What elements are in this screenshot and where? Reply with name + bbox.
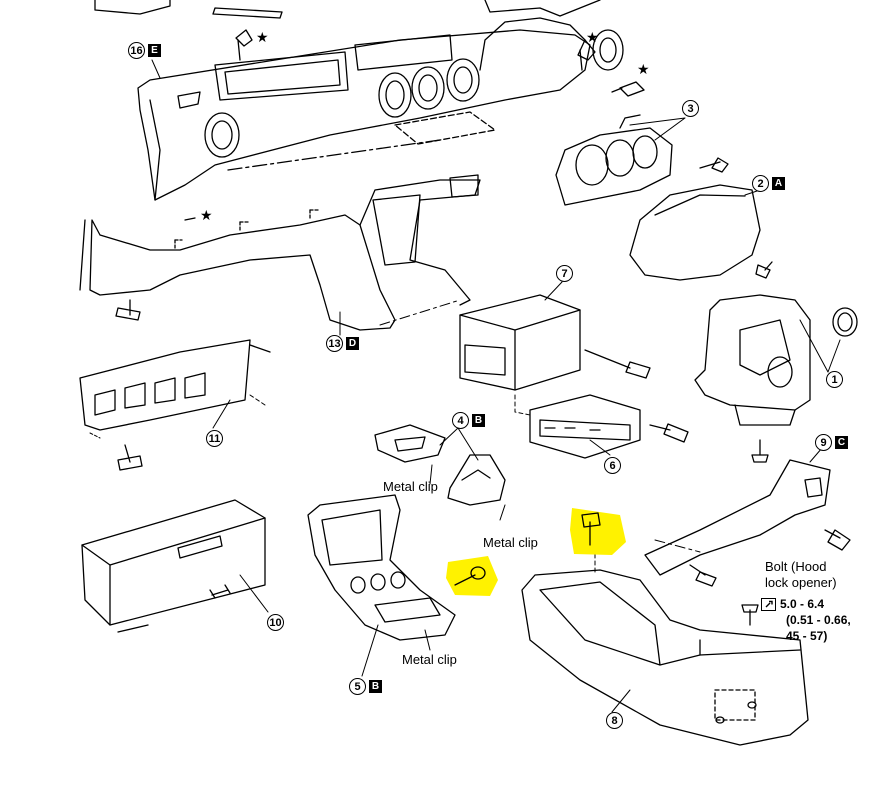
ac-control-6	[529, 394, 689, 459]
star-marker: ★	[586, 29, 599, 45]
callout-number: 8	[606, 712, 623, 729]
bolt-label-line1: Bolt (Hood	[765, 559, 827, 574]
metal-clip-label: Metal clip	[483, 535, 538, 550]
callout-9: 9 C	[815, 434, 848, 451]
lower-panel-13	[79, 174, 481, 331]
callout-tag: D	[346, 337, 359, 350]
callout-number: 2	[752, 175, 769, 192]
callout-tag: B	[369, 680, 382, 693]
center-console-8	[521, 569, 809, 746]
callout-13: 13 D	[326, 335, 359, 352]
highlight-center-console-bolt	[570, 508, 626, 555]
cluster-lid-2	[629, 184, 773, 281]
audio-unit-7	[459, 294, 651, 391]
bolt-label-line2: lock opener)	[765, 575, 837, 590]
torque-value-kgm: (0.51 - 0.66,	[786, 613, 851, 627]
callout-number: 3	[682, 100, 699, 117]
callout-number: 4	[452, 412, 469, 429]
star-marker: ★	[200, 207, 213, 223]
callout-6: 6	[604, 457, 621, 474]
hood-opener-bracket-9	[644, 459, 851, 626]
steering-column-cover-1	[694, 294, 858, 463]
callout-number: 13	[326, 335, 343, 352]
glove-box-10	[81, 499, 266, 633]
callout-number: 1	[826, 371, 843, 388]
shift-boot-4	[374, 424, 506, 506]
callout-number: 11	[206, 430, 223, 447]
instrument-panel	[137, 17, 645, 201]
callout-number: 6	[604, 457, 621, 474]
star-marker: ★	[637, 61, 650, 77]
leader-lines	[89, 59, 841, 713]
metal-clip-label: Metal clip	[383, 479, 438, 494]
callout-4: 4 B	[452, 412, 485, 429]
combination-meter-3	[555, 114, 729, 206]
callout-11: 11	[206, 430, 223, 447]
callout-number: 16	[128, 42, 145, 59]
callout-5: 5 B	[349, 678, 382, 695]
callout-tag: A	[772, 177, 785, 190]
torque-wrench-icon	[761, 597, 776, 611]
callout-number: 5	[349, 678, 366, 695]
callout-2: 2 A	[752, 175, 785, 192]
callout-1: 1	[826, 371, 843, 388]
highlighted-bolts	[446, 508, 626, 596]
callout-number: 10	[267, 614, 284, 631]
console-finisher-5	[307, 494, 456, 641]
callout-tag: C	[835, 436, 848, 449]
callout-16: 16 E	[128, 42, 161, 59]
callout-10: 10	[267, 614, 284, 631]
star-marker: ★	[256, 29, 269, 45]
callout-7: 7	[556, 265, 573, 282]
callout-tag: B	[472, 414, 485, 427]
callout-3: 3	[682, 100, 699, 117]
callout-number: 7	[556, 265, 573, 282]
top-partial-parts	[94, 0, 601, 19]
callout-tag: E	[148, 44, 161, 57]
torque-value-nm: 5.0 - 6.4	[780, 597, 825, 611]
metal-clip-label: Metal clip	[402, 652, 457, 667]
torque-spec: 5.0 - 6.4 (0.51 - 0.66, 45 - 57)	[761, 596, 851, 644]
torque-value-inlb: 45 - 57)	[786, 629, 828, 643]
callout-number: 9	[815, 434, 832, 451]
cluster-lid-11	[79, 339, 271, 471]
callout-8: 8	[606, 712, 623, 729]
